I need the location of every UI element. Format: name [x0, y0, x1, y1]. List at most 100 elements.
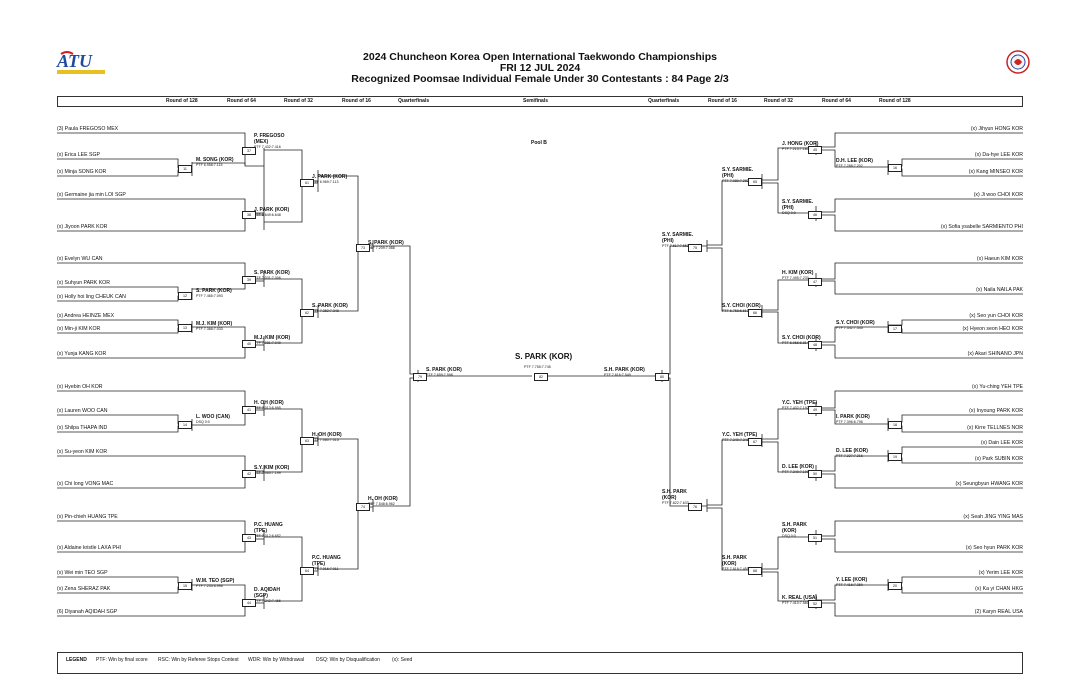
match-score: PTF 7.616:7.549: [604, 373, 631, 377]
match-number: 12: [178, 292, 192, 300]
logo-text: ATU: [56, 51, 93, 71]
match-number: 47: [808, 278, 822, 286]
legend-item: WDR: Win by Withdrawal: [248, 657, 305, 663]
entrant-name: (x) Sofia ysabelle SARMIENTO PHI: [940, 224, 1023, 230]
entrant-name: (x) Shilpa THAPA IND: [57, 425, 108, 431]
match-score: PTF 7.368:7.033: [196, 327, 223, 331]
match-number: 16: [888, 164, 902, 172]
entrant-name: (x) Ji woo CHOI KOR: [973, 192, 1023, 198]
atu-logo: ATU: [55, 50, 107, 76]
round-label: Quarterfinals: [648, 98, 680, 104]
entrant-name: (x) Yunja KANG KOR: [57, 351, 107, 357]
match-score: PTF 6.969:7.113: [312, 180, 339, 184]
round-label: Round of 128: [166, 98, 198, 104]
match-number: 66: [748, 309, 762, 317]
match-score: PTF 7.822:7.633: [662, 501, 689, 505]
entrant-name: (x) Su-yeon KIM KOR: [57, 449, 108, 455]
match-score: PTF 7.432:7.416: [254, 145, 281, 149]
round-label: Quarterfinals: [398, 98, 430, 104]
match-score: PTF 7.410:7.560: [782, 601, 809, 605]
match-number: 15: [178, 582, 192, 590]
entrant-name: (x) Min-ji KIM KOR: [57, 326, 101, 332]
match-number: 44: [242, 599, 256, 607]
winner-name: L. WOO (CAN): [196, 414, 230, 420]
match-number: 62: [300, 309, 314, 317]
division-title: Recognized Poomsae Individual Female Und…: [351, 73, 729, 85]
winner-name: D.H. LEE (KOR): [836, 158, 873, 164]
winner-country: (PHI): [722, 173, 734, 179]
entrant-name: (x) Evelyn WU CAN: [57, 256, 103, 262]
entrant-name: (x) Germaine jia min LOI SGP: [57, 192, 126, 198]
entrant-name: (x) Jihyun HONG KOR: [970, 126, 1023, 132]
entrant-name: (3) Paula FREGOSO MEX: [57, 126, 119, 132]
champion-name: S. PARK (KOR): [515, 352, 573, 361]
winner-name: S.Y. CHOI (KOR): [722, 303, 761, 309]
match-number: 17: [888, 325, 902, 333]
federation-seal-icon: [1006, 50, 1030, 74]
match-score: PTF 7.060:7.015: [312, 438, 339, 442]
entrant-name: (x) Yerim LEE KOR: [978, 570, 1023, 576]
winner-name: D. LEE (KOR): [782, 464, 814, 470]
match-score: PTF 6.758:6.613: [722, 309, 749, 313]
match-score: PTF 7.352:7.348: [312, 309, 339, 313]
match-number: 79: [413, 373, 427, 381]
match-score: PTF 7.012:6.652: [254, 534, 281, 538]
entrant-name: (x) Inyoung PARK KOR: [969, 408, 1023, 414]
match-number: 40: [242, 340, 256, 348]
match-score: PTF 7.227:7.216: [836, 454, 863, 458]
match-score: PTF 7.617:7.552: [662, 244, 689, 248]
match-score: PTF 7.495:7.230: [782, 276, 809, 280]
match-number: 43: [242, 534, 256, 542]
match-score: PTF 7.342:7.466: [254, 599, 281, 603]
winner-name: S.Y. SARMIE.: [782, 199, 814, 205]
entrant-name: (x) Seah JING YING MAS: [963, 514, 1023, 520]
match-number: 52: [808, 600, 822, 608]
entrant-name: (x) Yu-ching YEH TPE: [971, 384, 1023, 390]
winner-name: S.H. PARK: [722, 555, 747, 561]
winner-name: S.Y. CHOI (KOR): [836, 320, 875, 326]
winner-name: Y.C. YEH (TPE): [782, 400, 818, 406]
entrant-name: (x) Jiyoon PARK KOR: [57, 224, 108, 230]
entrant-name: (x) Kirre TELLNES NOR: [967, 425, 1023, 431]
match-number: 37: [242, 147, 256, 155]
legend-item: DSQ: Win by Disqualification: [316, 657, 380, 663]
winner-name: S.H. PARK (KOR): [604, 367, 645, 373]
match-number: 39: [242, 276, 256, 284]
winner-name: I. PARK (KOR): [836, 414, 870, 420]
round-label: Round of 64: [822, 98, 851, 104]
round-label: Semifinals: [523, 98, 549, 104]
winner-name: S. PARK (KOR): [254, 270, 290, 276]
entrant-name: (x) Wei min TEO SGP: [57, 570, 108, 576]
winner-country: (KOR): [662, 495, 677, 501]
legend-bar: [57, 652, 1023, 674]
match-number: 38: [242, 211, 256, 219]
match-number: 80: [655, 373, 669, 381]
entrant-name: (x) Holly hoi ling CHEUK CAN: [57, 294, 126, 300]
match-number: 76: [688, 503, 702, 511]
match-score: PTF 6.958:7.115: [196, 163, 223, 167]
entrant-name: (2) Karyn REAL USA: [974, 609, 1023, 615]
winner-name: Y.C. YEH (TPE): [722, 432, 758, 438]
pool-label: Pool B: [531, 140, 547, 146]
entrant-name: (x) Naila NAILA PAK: [976, 287, 1023, 293]
match-score: PTF 7.465:7.093: [196, 294, 223, 298]
match-score: PTF 7.659:7.598: [426, 373, 453, 377]
winner-name: S. PARK (KOR): [426, 367, 462, 373]
winner-name: D. LEE (KOR): [836, 448, 868, 454]
entrant-name: (x) Erica LEE SGP: [57, 152, 100, 158]
winner-country: (KOR): [782, 528, 797, 534]
winner-name: H. OH (KOR): [254, 400, 284, 406]
match-number: 50: [808, 470, 822, 478]
match-score: PTF 7.416:7.359: [836, 583, 863, 587]
match-number: 75: [688, 244, 702, 252]
match-score: PTF 7.396:6.796: [836, 420, 863, 424]
match-score: PTF 7.432:7.192: [782, 406, 809, 410]
match-score: PTF 6.649:6.648: [254, 213, 281, 217]
match-number: 64: [300, 567, 314, 575]
match-number: 19: [888, 453, 902, 461]
winner-country: (KOR): [722, 561, 737, 567]
entrant-name: (x) Zena SHERAZ PAK: [57, 586, 111, 592]
winner-name: D. AQIDAH: [254, 587, 280, 593]
match-score: PTF 6.966:6.814: [782, 341, 809, 345]
entrant-name: (x) Minja SONG KOR: [57, 169, 107, 175]
